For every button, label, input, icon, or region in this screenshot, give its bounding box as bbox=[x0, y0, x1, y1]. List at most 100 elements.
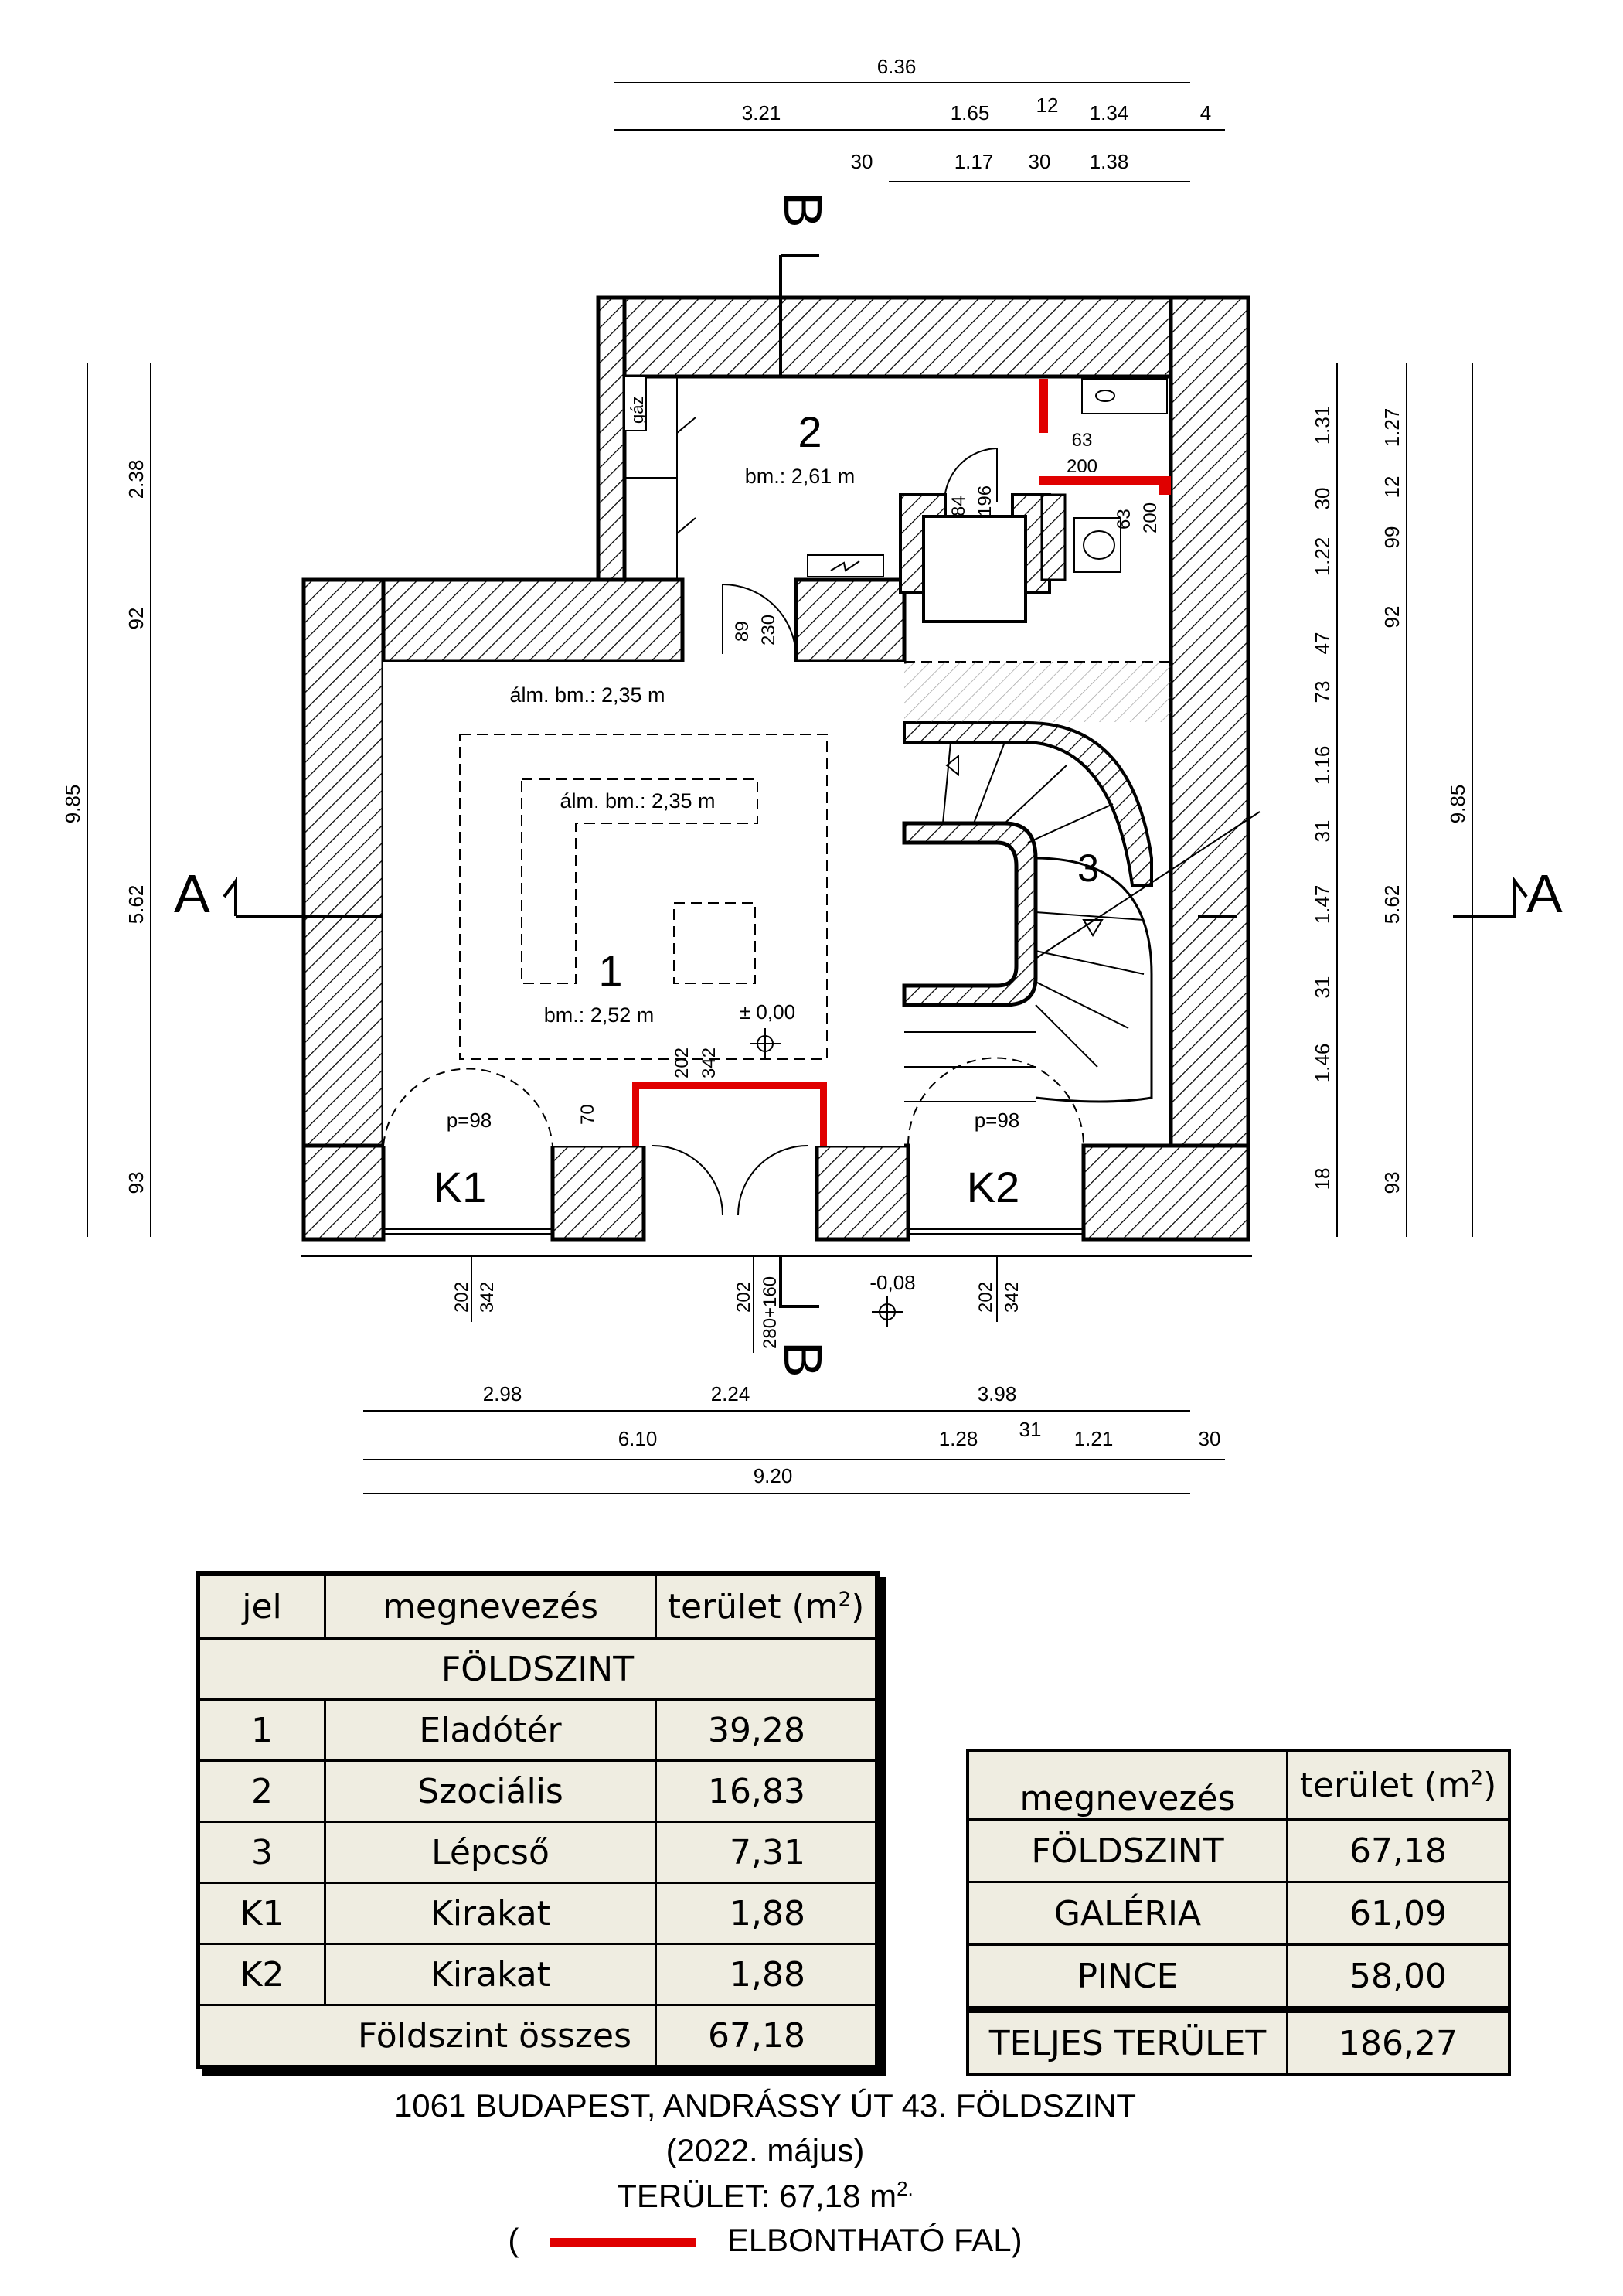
row-name: Szociális bbox=[324, 1759, 657, 1823]
table-total-row: Földszint összes 67,18 bbox=[196, 2004, 879, 2069]
table-row: GALÉRIA 61,09 bbox=[966, 1881, 1511, 1946]
entrance-bottom-h: 280+160 bbox=[760, 1276, 781, 1349]
table-row: FÖLDSZINT 67,18 bbox=[966, 1818, 1511, 1883]
summary-area-table: megnevezés terület (m2) FÖLDSZINT 67,18 … bbox=[966, 1749, 1511, 2076]
dim-left-inner-1: 2.38 bbox=[124, 460, 148, 499]
level-zero: ± 0,00 bbox=[740, 1000, 795, 1024]
row-name: Kirakat bbox=[324, 1882, 657, 1945]
row-jel: 2 bbox=[196, 1759, 326, 1823]
dim-bottom-r2-4: 1.21 bbox=[1074, 1427, 1114, 1450]
caption-legend: ( ELBONTHATÓ FAL) bbox=[508, 2222, 1022, 2258]
row-area: 16,83 bbox=[655, 1759, 879, 1823]
dim-top-r2-1: 3.21 bbox=[742, 101, 781, 124]
table-row: K2 Kirakat 1,88 bbox=[196, 1943, 879, 2006]
dim-left-inner-3: 5.62 bbox=[124, 885, 148, 925]
dim-right-inner-6: 1.16 bbox=[1311, 746, 1334, 785]
section-b-top: B bbox=[773, 192, 833, 228]
table-row: K1 Kirakat 1,88 bbox=[196, 1882, 879, 1945]
table-row: PINCE 58,00 bbox=[966, 1943, 1511, 2011]
demolishable-walls bbox=[632, 379, 1171, 1146]
sum-row-area: 67,18 bbox=[1286, 1818, 1511, 1883]
dim-top-r2-4: 1.34 bbox=[1090, 101, 1129, 124]
floor-plan: 6.36 3.21 1.65 12 1.34 4 30 1.17 30 1.38… bbox=[61, 55, 1563, 1494]
sum-total-value: 186,27 bbox=[1286, 2006, 1511, 2076]
room-area-table: jel megnevezés terület (m2) FÖLDSZINT 1 … bbox=[196, 1571, 880, 2069]
dim-top-r3-4: 1.38 bbox=[1090, 150, 1129, 173]
row-area: 1,88 bbox=[655, 1882, 879, 1945]
dim-top-r3-1: 30 bbox=[851, 150, 873, 173]
section-a-right: A bbox=[1526, 864, 1563, 924]
room-2-number: 2 bbox=[798, 407, 822, 456]
room-3-number: 3 bbox=[1077, 847, 1099, 890]
door-d4-w: 63 bbox=[1114, 509, 1135, 530]
row-name: Eladótér bbox=[324, 1698, 657, 1762]
dim-left-outer: 9.85 bbox=[61, 785, 84, 824]
dim-bottom-r2-2: 1.28 bbox=[939, 1427, 978, 1450]
dim-right-inner-3: 1.22 bbox=[1311, 537, 1334, 577]
row-jel: 1 bbox=[196, 1698, 326, 1762]
section-a-left: A bbox=[174, 864, 210, 924]
section-b-bottom: B bbox=[773, 1341, 833, 1378]
total-value: 67,18 bbox=[655, 2004, 879, 2069]
dim-top-r2-2: 1.65 bbox=[951, 101, 990, 124]
dimension-lines bbox=[87, 82, 1473, 1494]
sum-total-label: TELJES TERÜLET bbox=[966, 2006, 1288, 2076]
door-d2-h: 196 bbox=[975, 485, 995, 516]
stair bbox=[902, 721, 1261, 1103]
dim-top-r3-3: 30 bbox=[1029, 150, 1051, 173]
dim-bottom-r2-5: 30 bbox=[1199, 1427, 1221, 1450]
dim-right-inner-10: 1.46 bbox=[1311, 1044, 1334, 1083]
row-area: 1,88 bbox=[655, 1943, 879, 2006]
front-offset: 70 bbox=[577, 1104, 598, 1125]
dim-top-r2-3: 12 bbox=[1036, 94, 1059, 117]
caption-date: (2022. május) bbox=[665, 2132, 865, 2168]
sum-header-area: terület (m2) bbox=[1286, 1749, 1511, 1821]
dim-right-inner-2: 30 bbox=[1311, 488, 1334, 510]
sum-row-area: 58,00 bbox=[1286, 1943, 1511, 2011]
k1-win-w: 202 bbox=[451, 1282, 472, 1313]
ceiling-label-2: álm. bm.: 2,35 m bbox=[560, 789, 715, 812]
sum-row-name: PINCE bbox=[966, 1943, 1288, 2011]
sum-row-name: GALÉRIA bbox=[966, 1881, 1288, 1946]
row-name: Kirakat bbox=[324, 1943, 657, 2006]
row-name: Lépcső bbox=[324, 1821, 657, 1884]
col-header-area: terület (m2) bbox=[655, 1572, 879, 1640]
row-area: 7,31 bbox=[655, 1821, 879, 1884]
sum-row-name: FÖLDSZINT bbox=[966, 1818, 1288, 1883]
dim-bottom-r1-1: 2.98 bbox=[483, 1382, 522, 1405]
dim-right-mid-5: 5.62 bbox=[1380, 885, 1404, 925]
dim-left-inner-2: 92 bbox=[124, 608, 148, 630]
row-jel: 3 bbox=[196, 1821, 326, 1884]
sum-header-name: megnevezés bbox=[966, 1749, 1288, 1821]
caption-area: TERÜLET: 67,18 m2. bbox=[617, 2177, 914, 2214]
table-row: 1 Eladótér 39,28 bbox=[196, 1698, 879, 1762]
dim-right-inner-11: 18 bbox=[1311, 1168, 1334, 1191]
door-d3-w: 63 bbox=[1072, 430, 1093, 451]
k2-win-w: 202 bbox=[975, 1282, 996, 1313]
room-2-height: bm.: 2,61 m bbox=[745, 465, 856, 488]
row-jel: K1 bbox=[196, 1882, 326, 1945]
total-label: Földszint összes bbox=[196, 2004, 657, 2069]
entrance-top-h: 342 bbox=[699, 1048, 720, 1078]
entrance-bottom-w: 202 bbox=[733, 1282, 754, 1313]
dim-top-r2-5: 4 bbox=[1200, 101, 1211, 124]
caption-address: 1061 BUDAPEST, ANDRÁSSY ÚT 43. FÖLDSZINT bbox=[393, 2087, 1137, 2124]
door-d1-h: 230 bbox=[758, 615, 779, 646]
row-jel: K2 bbox=[196, 1943, 326, 2006]
dim-right-mid-4: 92 bbox=[1380, 606, 1404, 629]
section-title: FÖLDSZINT bbox=[196, 1637, 879, 1701]
dim-bottom-r2-1: 6.10 bbox=[618, 1427, 658, 1450]
door-d2-w: 84 bbox=[948, 496, 969, 516]
dim-right-inner-4: 47 bbox=[1311, 632, 1334, 655]
dim-top-total: 6.36 bbox=[877, 55, 917, 78]
outer-walls bbox=[301, 295, 1250, 1242]
dim-bottom-r1-3: 3.98 bbox=[978, 1382, 1017, 1405]
row-area: 39,28 bbox=[655, 1698, 879, 1762]
dim-right-inner-5: 73 bbox=[1311, 681, 1334, 703]
dim-right-inner-9: 31 bbox=[1311, 976, 1334, 999]
dim-right-mid-6: 93 bbox=[1380, 1172, 1404, 1194]
sum-total-row: TELJES TERÜLET 186,27 bbox=[966, 2006, 1511, 2076]
door-p2: p=98 bbox=[975, 1109, 1020, 1132]
dim-left-inner-4: 93 bbox=[124, 1172, 148, 1194]
dim-right-inner-7: 31 bbox=[1311, 820, 1334, 843]
